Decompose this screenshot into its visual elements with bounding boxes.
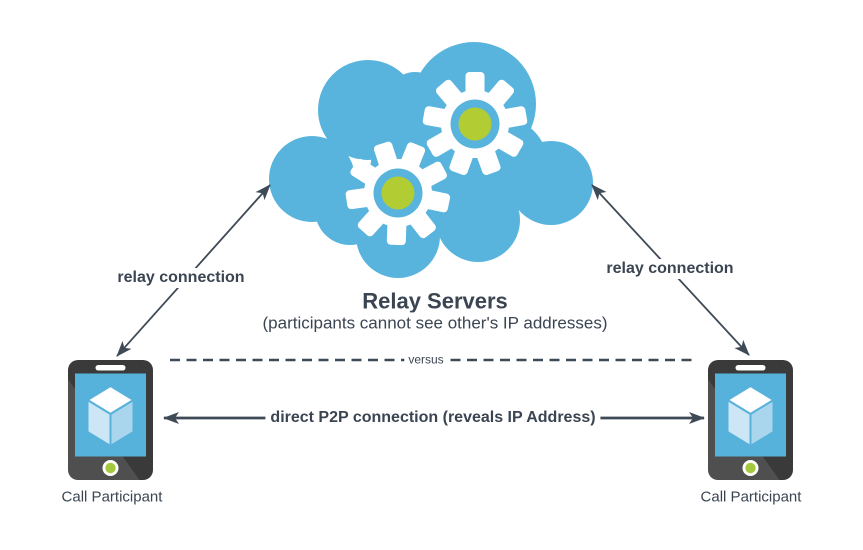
p2p-connection-label: direct P2P connection (reveals IP Addres…: [265, 408, 601, 428]
versus-label: versus: [404, 352, 448, 368]
relay-servers-title: Relay Servers: [359, 287, 511, 315]
call-participant-label-left: Call Participant: [58, 488, 166, 508]
relay-servers-subtitle: (participants cannot see other's IP addr…: [259, 312, 611, 334]
smartphone-icon-left: [67, 359, 154, 481]
cloud-icon: [269, 42, 593, 278]
relay-connection-label-left: relay connection: [114, 268, 248, 288]
relay-connection-label-right: relay connection: [603, 259, 737, 279]
smartphone-icon-right: [707, 359, 794, 481]
call-participant-label-right: Call Participant: [697, 488, 805, 508]
